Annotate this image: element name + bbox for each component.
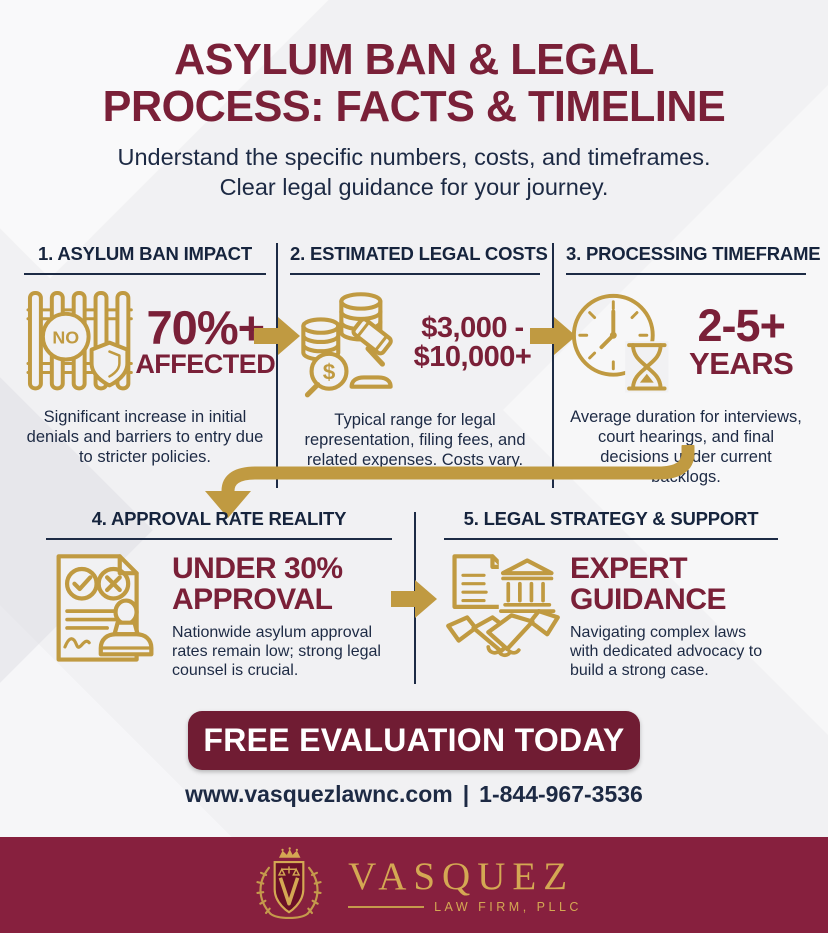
footer-bar: VASQUEZ LAW FIRM, PLLC (0, 837, 828, 933)
page-title: ASYLUM BAN & LEGAL PROCESS: FACTS & TIME… (8, 36, 819, 130)
stat-value: 2-5+ (697, 300, 786, 351)
page-subtitle-line1: Understand the specific numbers, costs, … (117, 144, 711, 171)
arrow-right-icon (391, 580, 437, 618)
header: ASYLUM BAN & LEGAL PROCESS: FACTS & TIME… (0, 36, 828, 202)
section-1-description: Significant increase in initial denials … (26, 408, 264, 467)
section-asylum-ban-impact: 1. ASYLUM BAN IMPACT (24, 243, 276, 488)
bottom-row: 4. APPROVAL RATE REALITY (0, 508, 828, 698)
top-row: 1. ASYLUM BAN IMPACT (24, 243, 821, 488)
clock-hourglass-icon (566, 286, 676, 396)
page-title-line2: PROCESS: FACTS & TIMELINE (102, 82, 726, 132)
free-evaluation-button[interactable]: FREE EVALUATION TODAY (188, 711, 640, 770)
phone-link[interactable]: 1-844-967-3536 (479, 781, 643, 807)
stat-value: 70%+ (146, 301, 266, 354)
section-4-stat: UNDER 30% APPROVAL Nationwide asylum app… (172, 550, 392, 680)
page-title-line1: ASYLUM BAN & LEGAL (174, 35, 654, 84)
no-entry-gate-shield-icon: NO (24, 285, 135, 396)
brand-rule (348, 905, 425, 908)
section-2-description: Typical range for legal representation, … (304, 411, 526, 470)
section-5-stat: EXPERT GUIDANCE Navigating complex laws … (570, 550, 778, 680)
page-subtitle-line2: Clear legal guidance for your journey. (219, 174, 609, 201)
section-3-title: 3. PROCESSING TIMEFRAME (566, 243, 821, 275)
section-4-description: Nationwide asylum approval rates remain … (172, 623, 381, 680)
brand-subtitle: LAW FIRM, PLLC (434, 899, 582, 914)
coins-gavel-icon: $ (290, 285, 405, 400)
section-5-description: Navigating complex laws with dedicated a… (570, 623, 763, 680)
arrow-right-icon (254, 317, 300, 355)
section-2-stat: $3,000 - $10,000+ (405, 311, 540, 373)
stat-value-line2: APPROVAL (172, 582, 333, 616)
contact-line: www.vasquezlawnc.com | 1-844-967-3536 (0, 781, 828, 808)
section-processing-timeframe: 3. PROCESSING TIMEFRAME (554, 243, 821, 488)
stat-caption: AFFECTED (135, 349, 276, 379)
section-approval-rate-reality: 4. APPROVAL RATE REALITY (46, 508, 392, 680)
stat-value-line2: $10,000+ (413, 340, 532, 373)
stamped-document-icon (46, 550, 164, 680)
brand-text: VASQUEZ LAW FIRM, PLLC (348, 857, 582, 914)
section-5-title: 5. LEGAL STRATEGY & SUPPORT (444, 508, 778, 540)
section-estimated-legal-costs: 2. ESTIMATED LEGAL COSTS (276, 243, 554, 488)
vasquez-law-firm-emblem-icon (256, 847, 322, 920)
arrow-right-icon (530, 317, 576, 355)
stat-value-line1: $3,000 - (421, 311, 524, 344)
handshake-courthouse-icon (444, 550, 562, 680)
website-link[interactable]: www.vasquezlawnc.com (185, 781, 453, 807)
curved-connector-arrow-icon (205, 445, 695, 518)
section-3-stat: 2-5+ YEARS (676, 303, 806, 379)
section-4-title: 4. APPROVAL RATE REALITY (46, 508, 392, 540)
section-1-stat: 70%+ AFFECTED (135, 301, 276, 379)
stat-value-line1: EXPERT (570, 552, 688, 585)
stat-value-line1: UNDER 30% (172, 552, 343, 585)
section-2-title: 2. ESTIMATED LEGAL COSTS (290, 243, 548, 275)
stat-caption: YEARS (689, 346, 794, 381)
brand-name: VASQUEZ (348, 854, 575, 898)
section-legal-strategy-support: 5. LEGAL STRATEGY & SUPPORT (444, 508, 778, 680)
contact-separator: | (462, 781, 470, 807)
dollar-sign-label: $ (323, 359, 336, 384)
no-sign-label: NO (52, 328, 79, 348)
page-subtitle: Understand the specific numbers, costs, … (0, 142, 828, 202)
section-1-title: 1. ASYLUM BAN IMPACT (24, 243, 266, 275)
stat-value-line2: GUIDANCE (570, 582, 727, 616)
